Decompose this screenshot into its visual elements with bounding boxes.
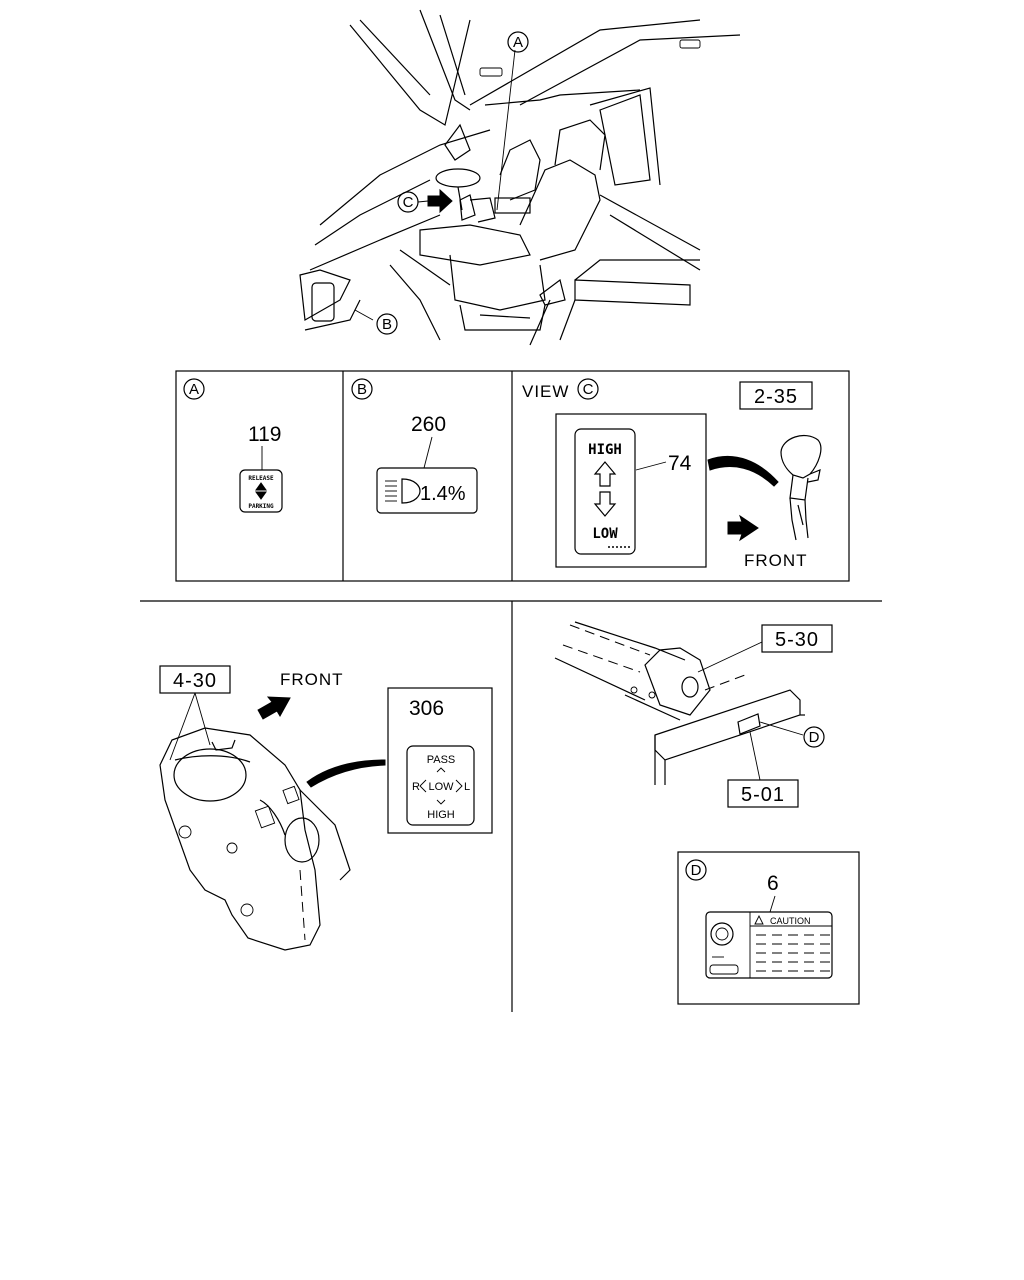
callout-b-circle: B [376, 313, 398, 335]
panel-a: A 119 RELEASE PARKING [183, 378, 283, 513]
panel-b: B 260 1.4% [351, 378, 478, 514]
svg-text:B: B [382, 316, 392, 333]
svg-text:D: D [691, 862, 702, 879]
svg-text:R: R [412, 781, 420, 793]
caution-label-location [737, 713, 761, 735]
part-number-306: 306 [409, 697, 444, 720]
svg-text:B: B [357, 381, 367, 398]
svg-text:CAUTION: CAUTION [770, 916, 811, 926]
release-parking-label [239, 469, 283, 513]
svg-text:5-01: 5-01 [741, 784, 785, 806]
panel-c: VIEW C HIGH LOW 74 2-35 FRONT [522, 378, 822, 570]
svg-text:L: L [464, 781, 470, 793]
part-number-119: 119 [248, 423, 281, 446]
dimmer-switch-label-view [387, 687, 493, 834]
part-number-6: 6 [767, 872, 779, 895]
svg-text:HIGH: HIGH [588, 442, 622, 458]
shift-label-view [555, 413, 707, 568]
ref-box-5-01 [727, 779, 799, 808]
warning-triangle-icon [754, 914, 764, 925]
caution-label [705, 911, 833, 979]
up-arrow-icon [593, 461, 617, 487]
front-arrow-icon [257, 696, 291, 720]
down-arrow-icon [593, 491, 617, 517]
part-number-260: 260 [411, 413, 446, 436]
svg-text:C: C [583, 381, 594, 398]
headlight-leveling-label [376, 467, 478, 514]
svg-text:PASS: PASS [427, 754, 456, 766]
svg-text:D: D [809, 729, 820, 746]
svg-text:FRONT: FRONT [280, 670, 344, 689]
svg-text:PARKING: PARKING [248, 503, 274, 510]
svg-text:5-30: 5-30 [775, 629, 819, 651]
svg-text:1.4%: 1.4% [420, 483, 466, 505]
callout-a-circle: A [507, 31, 529, 53]
front-arrow-icon [727, 514, 759, 542]
svg-text:LOW: LOW [428, 781, 454, 793]
svg-text:FRONT: FRONT [744, 551, 808, 570]
cab-interior-illustration [299, 9, 741, 346]
shift-lever-illustration [780, 435, 822, 541]
svg-text:2-35: 2-35 [754, 386, 798, 408]
svg-text:LOW: LOW [592, 526, 618, 542]
svg-text:RELEASE: RELEASE [248, 475, 274, 482]
frame-rail-section: 5-30 D 5-01 [554, 621, 833, 808]
ref-box-2-35 [739, 381, 813, 410]
svg-text:4-30: 4-30 [173, 670, 217, 692]
high-low-label [574, 428, 636, 555]
svg-text:HIGH: HIGH [427, 809, 455, 821]
panel-d: D 6 CAUTION [677, 851, 860, 1005]
svg-text:VIEW: VIEW [522, 382, 569, 401]
pass-low-high-label [406, 745, 475, 826]
svg-text:A: A [513, 34, 523, 51]
svg-text:A: A [189, 381, 199, 398]
ref-box-5-30 [761, 624, 833, 653]
callout-c-circle: C [397, 191, 419, 213]
part-number-74: 74 [668, 452, 692, 475]
svg-text:C: C [403, 194, 414, 211]
headlight-icon [385, 478, 421, 504]
combination-switch-section: 4-30 FRONT 306 PASS R LOW L HIGH [159, 665, 493, 951]
